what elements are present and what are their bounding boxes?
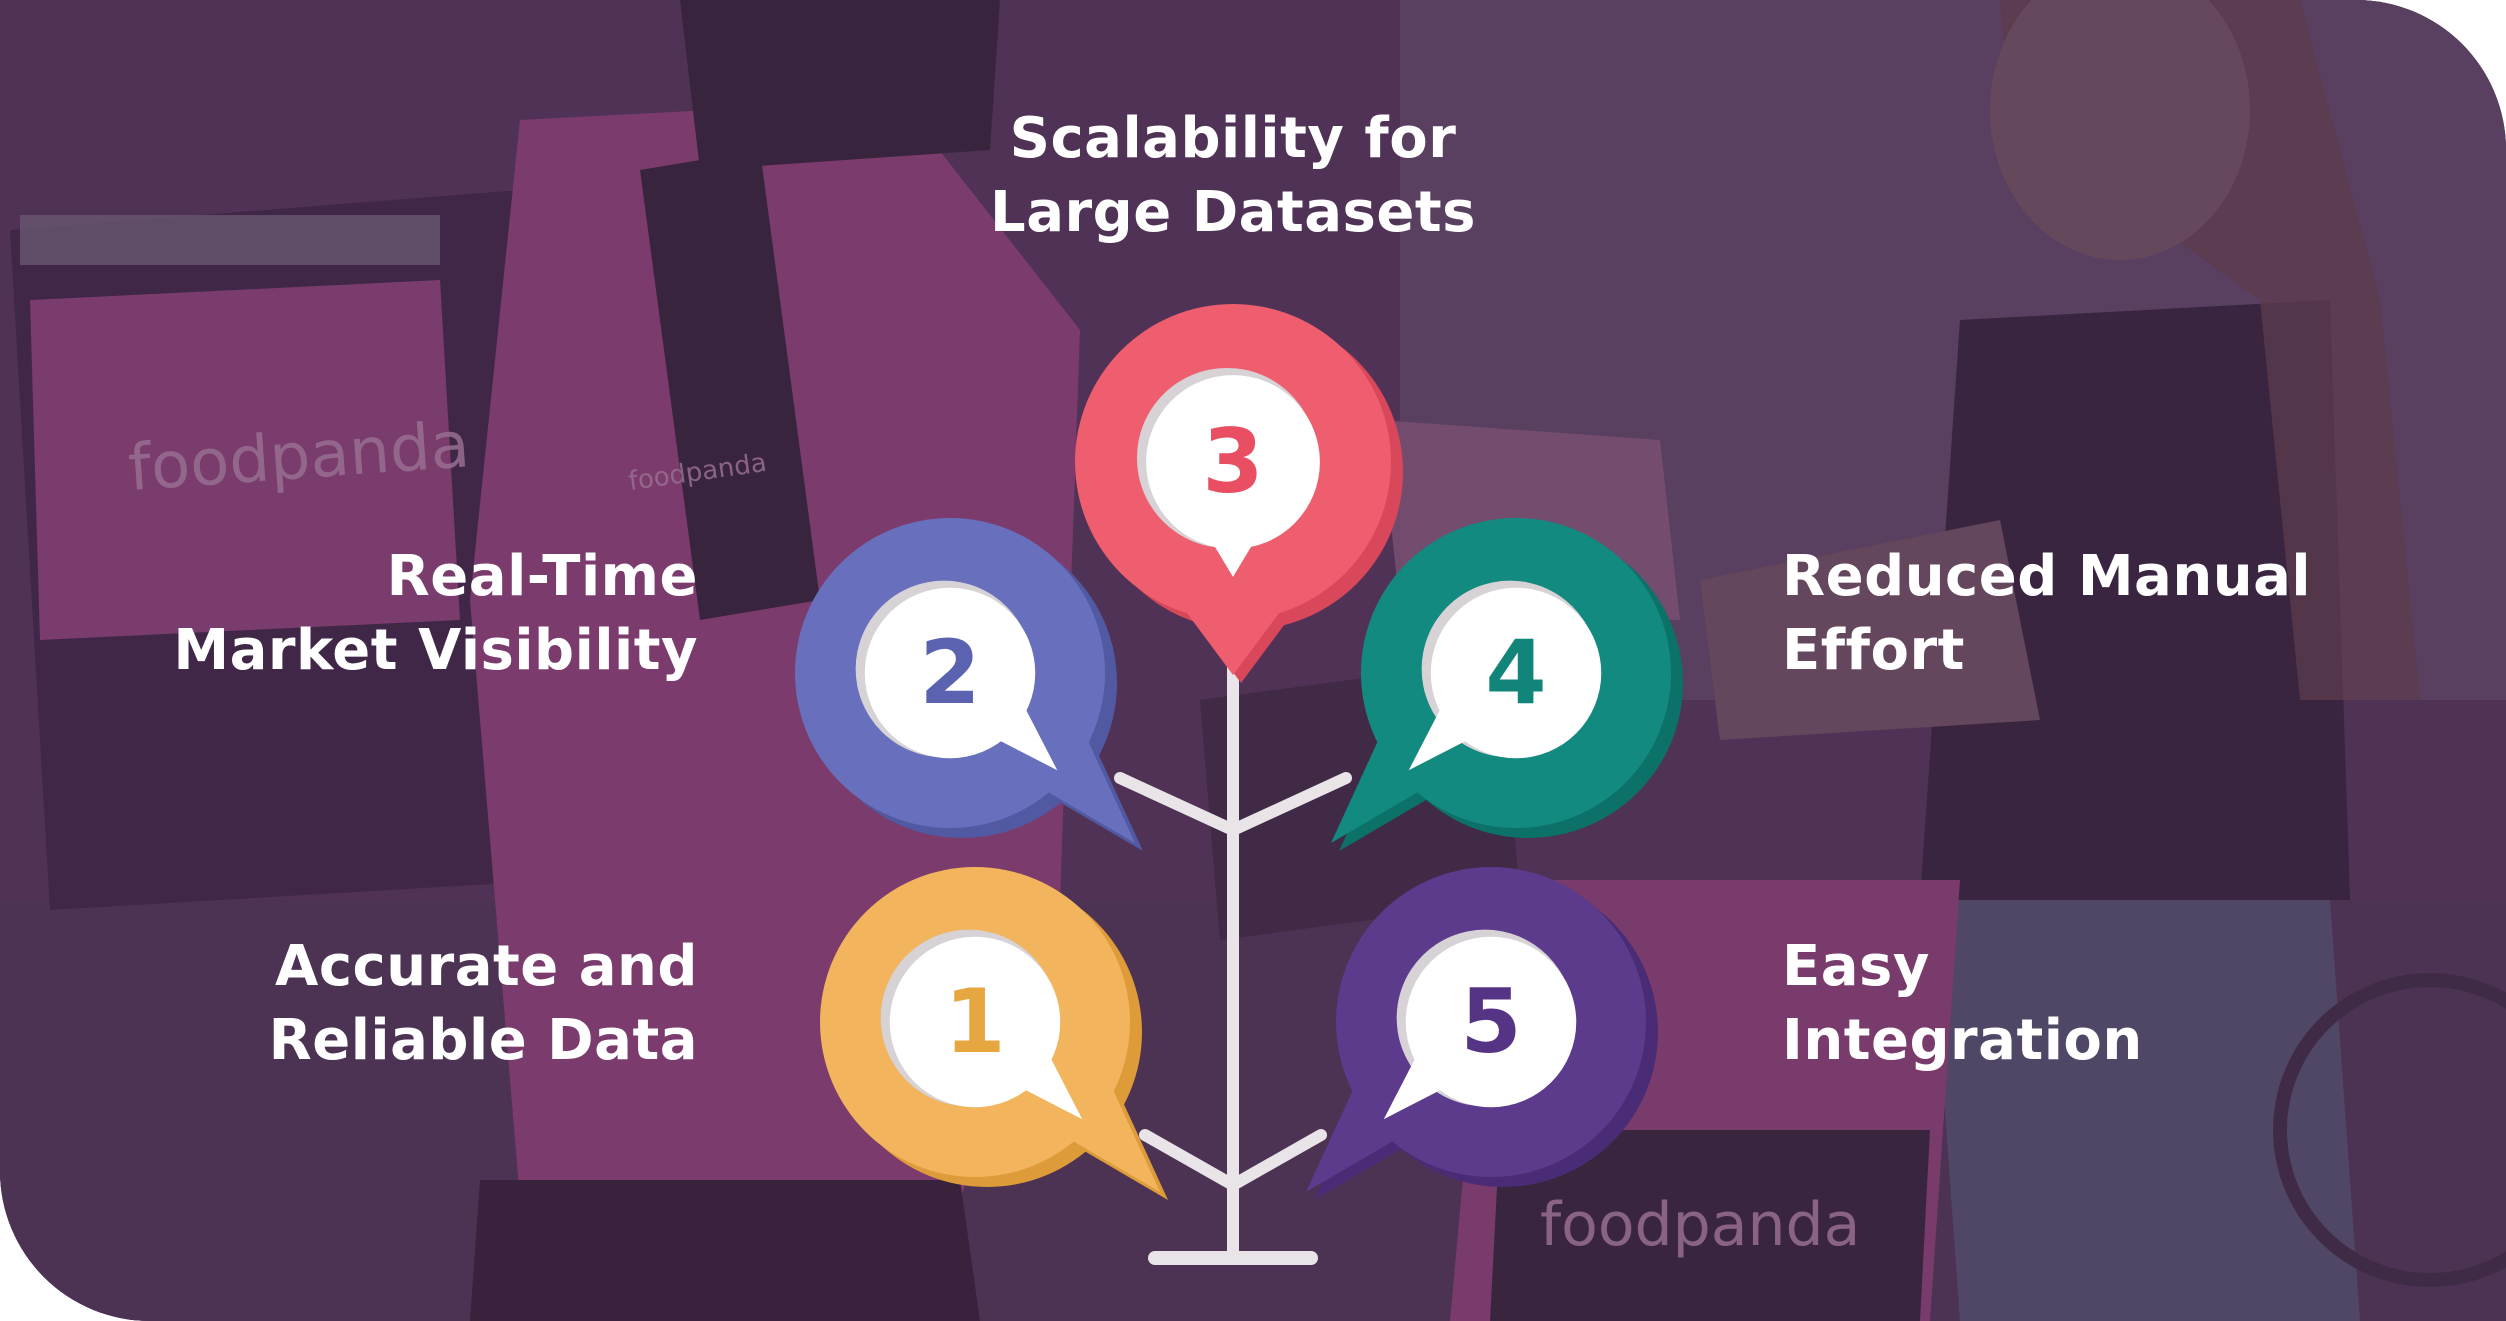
bubble-number-1: 1: [944, 970, 1005, 1073]
label-item-1-line-2: Reliable Data: [268, 1008, 698, 1073]
tote-brand-text: foodpanda: [1540, 1190, 1860, 1260]
bubble-tail-3: [1178, 601, 1288, 675]
label-item-5-line-2: Integration: [1782, 1008, 2143, 1073]
bubble-item-1: 1: [820, 867, 1168, 1200]
bubble-number-4: 4: [1485, 621, 1546, 724]
label-item-5: Easy Integration: [1782, 930, 2143, 1078]
bubble-tail-1: [1060, 1076, 1160, 1192]
bubble-number-5: 5: [1460, 970, 1521, 1073]
bubble-number-2: 2: [919, 621, 980, 724]
label-item-3-line-1: Scalability for: [1009, 106, 1457, 171]
label-item-5-line-1: Easy: [1782, 934, 1930, 999]
label-item-3-line-2: Large Datasets: [990, 180, 1476, 245]
bubble-inner-5: [1405, 936, 1577, 1108]
bubble-item-3: 3: [1075, 304, 1403, 683]
bubble-item-5: 5: [1306, 867, 1658, 1200]
bubble-inner-tail-3: [1211, 540, 1255, 577]
bubble-tail-5: [1306, 1076, 1406, 1192]
label-item-1-line-1: Accurate and: [275, 934, 698, 999]
label-item-1: Accurate and Reliable Data: [269, 930, 698, 1078]
label-item-4-line-1: Reduced Manual: [1782, 544, 2312, 609]
tree-connector: [1114, 654, 1352, 1265]
label-item-2-line-2: Market Visibility: [173, 618, 698, 683]
label-item-2: Real-Time Market Visibility: [173, 540, 698, 688]
bubble-inner-2: [864, 587, 1036, 759]
label-item-4-line-2: Effort: [1782, 618, 1965, 683]
bubble-tail-4: [1331, 727, 1431, 843]
bubble-inner-tail-2: [992, 702, 1058, 771]
bubble-inner-tail-4: [1408, 702, 1474, 771]
bubble-item-4: 4: [1331, 518, 1683, 851]
bubble-inner-tail-1: [1017, 1051, 1083, 1120]
bubble-inner-3: [1146, 375, 1320, 549]
bubble-item-2: 2: [795, 518, 1143, 851]
label-item-2-line-1: Real-Time: [386, 544, 698, 609]
bubble-inner-1: [889, 936, 1061, 1108]
number-bubbles: 1 2 3 4 5: [795, 304, 1683, 1200]
bubble-inner-tail-5: [1383, 1051, 1449, 1120]
bubble-inner-4: [1430, 587, 1602, 759]
bubble-tail-2: [1035, 727, 1135, 843]
label-item-3: Scalability for Large Datasets: [933, 102, 1533, 250]
bubble-number-3: 3: [1202, 410, 1263, 513]
label-item-4: Reduced Manual Effort: [1782, 540, 2311, 688]
